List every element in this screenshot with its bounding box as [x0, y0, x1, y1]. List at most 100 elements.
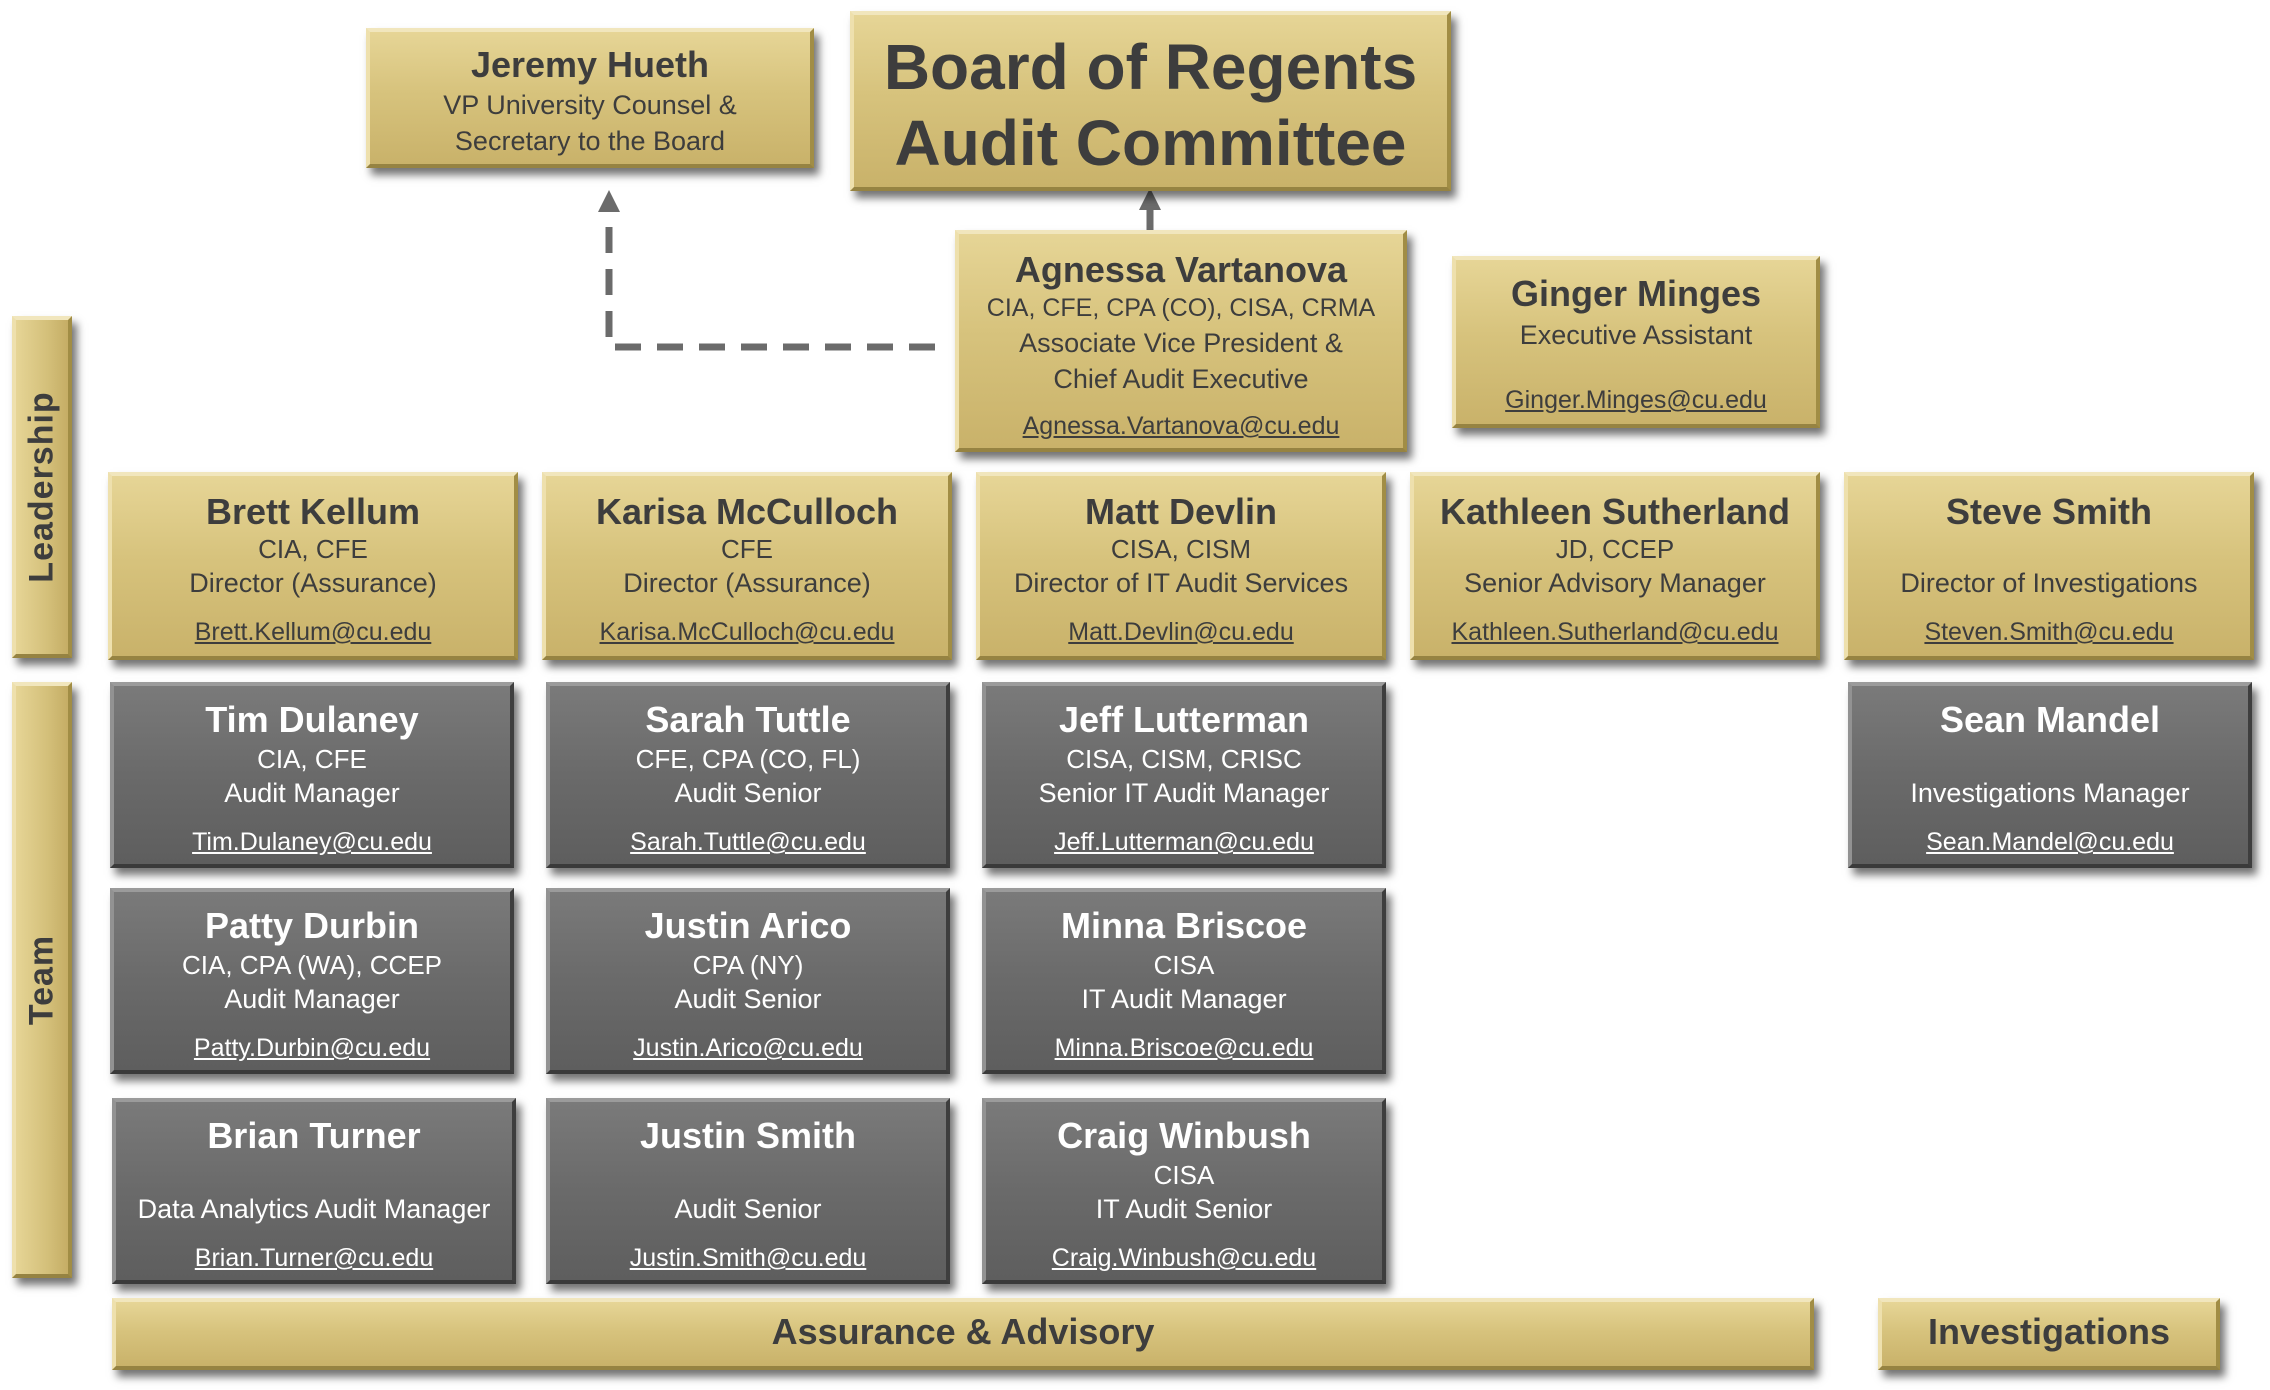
- member-title: Audit Senior: [674, 778, 822, 808]
- member-email-link[interactable]: Justin.Arico@cu.edu: [633, 1034, 863, 1062]
- member-name: Justin Arico: [644, 905, 852, 946]
- member-email-link[interactable]: Sarah.Tuttle@cu.edu: [630, 828, 866, 856]
- team-member-card: Patty Durbin CIA, CPA (WA), CCEP Audit M…: [110, 888, 514, 1074]
- leader-credentials: CIA, CFE: [258, 534, 368, 564]
- chief-name: Agnessa Vartanova: [1014, 249, 1348, 290]
- member-title: Investigations Manager: [1910, 778, 2190, 808]
- member-name: Jeff Lutterman: [1058, 699, 1310, 740]
- team-member-card: Tim Dulaney CIA, CFE Audit Manager Tim.D…: [110, 682, 514, 868]
- team-member-card: Minna Briscoe CISA IT Audit Manager Minn…: [982, 888, 1386, 1074]
- member-title: Audit Senior: [674, 984, 822, 1014]
- team-member-card: Brian Turner Data Analytics Audit Manage…: [112, 1098, 516, 1284]
- leader-title: Director of Investigations: [1900, 568, 2198, 598]
- leader-credentials: CISA, CISM: [1110, 534, 1252, 564]
- leader-card: Brett Kellum CIA, CFE Director (Assuranc…: [108, 472, 518, 660]
- committee-line-1: Board of Regents: [883, 31, 1418, 103]
- leader-title: Director (Assurance): [623, 568, 871, 598]
- leader-card: Kathleen Sutherland JD, CCEP Senior Advi…: [1410, 472, 1820, 660]
- leader-email-link[interactable]: Brett.Kellum@cu.edu: [194, 618, 432, 646]
- counsel-arrow-head: [598, 190, 620, 212]
- member-title: Audit Manager: [224, 984, 400, 1014]
- counsel-name: Jeremy Hueth: [470, 44, 710, 85]
- team-member-card: Sarah Tuttle CFE, CPA (CO, FL) Audit Sen…: [546, 682, 950, 868]
- board-audit-committee-box: Board of Regents Audit Committee: [850, 11, 1451, 191]
- assistant-title: Executive Assistant: [1519, 320, 1753, 350]
- member-email-link[interactable]: Patty.Durbin@cu.edu: [193, 1034, 431, 1062]
- chief-credentials: CIA, CFE, CPA (CO), CISA, CRMA: [986, 294, 1376, 322]
- member-credentials: CPA (NY): [692, 950, 804, 980]
- member-email-link[interactable]: Justin.Smith@cu.edu: [629, 1244, 867, 1272]
- member-email-link[interactable]: Minna.Briscoe@cu.edu: [1054, 1034, 1314, 1062]
- leader-name: Karisa McCulloch: [595, 491, 899, 532]
- member-email-link[interactable]: Tim.Dulaney@cu.edu: [192, 828, 432, 856]
- assistant-box: Ginger Minges Executive Assistant Ginger…: [1452, 256, 1820, 428]
- member-name: Sarah Tuttle: [645, 699, 851, 740]
- assistant-email-link[interactable]: Ginger.Minges@cu.edu: [1505, 386, 1767, 414]
- dotted-reporting-line: [605, 205, 935, 351]
- member-email-link[interactable]: Sean.Mandel@cu.edu: [1926, 828, 2174, 856]
- committee-line-2: Audit Committee: [894, 107, 1407, 179]
- leader-card: Karisa McCulloch CFE Director (Assurance…: [542, 472, 952, 660]
- leader-credentials: JD, CCEP: [1555, 534, 1675, 564]
- leader-email-link[interactable]: Matt.Devlin@cu.edu: [1068, 618, 1294, 646]
- member-title: Data Analytics Audit Manager: [137, 1194, 491, 1224]
- member-credentials: CFE, CPA (CO, FL): [635, 744, 861, 774]
- member-name: Brian Turner: [207, 1115, 421, 1156]
- leader-email-link[interactable]: Kathleen.Sutherland@cu.edu: [1451, 618, 1779, 646]
- member-credentials: CIA, CPA (WA), CCEP: [181, 950, 443, 980]
- member-name: Patty Durbin: [204, 905, 419, 946]
- member-name: Craig Winbush: [1057, 1115, 1311, 1156]
- team-member-card: Sean Mandel Investigations Manager Sean.…: [1848, 682, 2252, 868]
- counsel-title-1: VP University Counsel &: [443, 90, 737, 120]
- leader-card: Matt Devlin CISA, CISM Director of IT Au…: [976, 472, 1386, 660]
- chief-title-2: Chief Audit Executive: [1053, 364, 1309, 394]
- member-title: Audit Manager: [224, 778, 400, 808]
- team-member-card: Jeff Lutterman CISA, CISM, CRISC Senior …: [982, 682, 1386, 868]
- leader-card: Steve Smith Director of Investigations S…: [1844, 472, 2254, 660]
- leader-email-link[interactable]: Karisa.McCulloch@cu.edu: [599, 618, 895, 646]
- member-credentials: CISA, CISM, CRISC: [1066, 744, 1302, 774]
- team-member-card: Justin Arico CPA (NY) Audit Senior Justi…: [546, 888, 950, 1074]
- leader-title: Director (Assurance): [189, 568, 437, 598]
- member-title: Senior IT Audit Manager: [1038, 778, 1330, 808]
- chief-audit-executive-box: Agnessa Vartanova CIA, CFE, CPA (CO), CI…: [955, 230, 1407, 452]
- leader-name: Matt Devlin: [1084, 491, 1278, 532]
- chief-title-1: Associate Vice President &: [1019, 328, 1343, 358]
- member-title: Audit Senior: [674, 1194, 822, 1224]
- assistant-name: Ginger Minges: [1510, 273, 1762, 314]
- assurance-advisory-bar: Assurance & Advisory: [112, 1298, 1814, 1370]
- leader-title: Director of IT Audit Services: [1013, 568, 1349, 598]
- member-title: IT Audit Senior: [1095, 1194, 1273, 1224]
- leader-credentials: CFE: [721, 534, 773, 564]
- member-name: Sean Mandel: [1939, 699, 2161, 740]
- leader-name: Brett Kellum: [205, 491, 421, 532]
- leader-name: Kathleen Sutherland: [1439, 491, 1791, 532]
- member-email-link[interactable]: Jeff.Lutterman@cu.edu: [1054, 828, 1314, 856]
- assurance-advisory-label: Assurance & Advisory: [771, 1311, 1155, 1352]
- member-credentials: CISA: [1153, 1160, 1215, 1190]
- committee-arrow-head: [1139, 188, 1161, 210]
- chief-email-link[interactable]: Agnessa.Vartanova@cu.edu: [1022, 412, 1340, 440]
- member-name: Minna Briscoe: [1060, 905, 1308, 946]
- team-member-card: Justin Smith Audit Senior Justin.Smith@c…: [546, 1098, 950, 1284]
- team-label-bar: Team: [12, 682, 72, 1278]
- leader-title: Senior Advisory Manager: [1464, 568, 1766, 598]
- team-member-card: Craig Winbush CISA IT Audit Senior Craig…: [982, 1098, 1386, 1284]
- leadership-label-bar: Leadership: [12, 316, 72, 658]
- member-credentials: CISA: [1153, 950, 1215, 980]
- member-name: Tim Dulaney: [205, 699, 419, 740]
- investigations-label: Investigations: [1927, 1311, 2171, 1352]
- counsel-title-2: Secretary to the Board: [454, 126, 726, 156]
- member-email-link[interactable]: Craig.Winbush@cu.edu: [1051, 1244, 1317, 1272]
- team-label: Team: [22, 934, 61, 1026]
- counsel-box: Jeremy Hueth VP University Counsel & Sec…: [366, 28, 814, 168]
- leader-email-link[interactable]: Steven.Smith@cu.edu: [1924, 618, 2174, 646]
- investigations-bar: Investigations: [1878, 1298, 2220, 1370]
- member-title: IT Audit Manager: [1081, 984, 1287, 1014]
- member-credentials: CIA, CFE: [257, 744, 367, 774]
- leader-name: Steve Smith: [1945, 491, 2153, 532]
- leadership-label: Leadership: [22, 391, 61, 583]
- member-email-link[interactable]: Brian.Turner@cu.edu: [194, 1244, 434, 1272]
- member-name: Justin Smith: [639, 1115, 857, 1156]
